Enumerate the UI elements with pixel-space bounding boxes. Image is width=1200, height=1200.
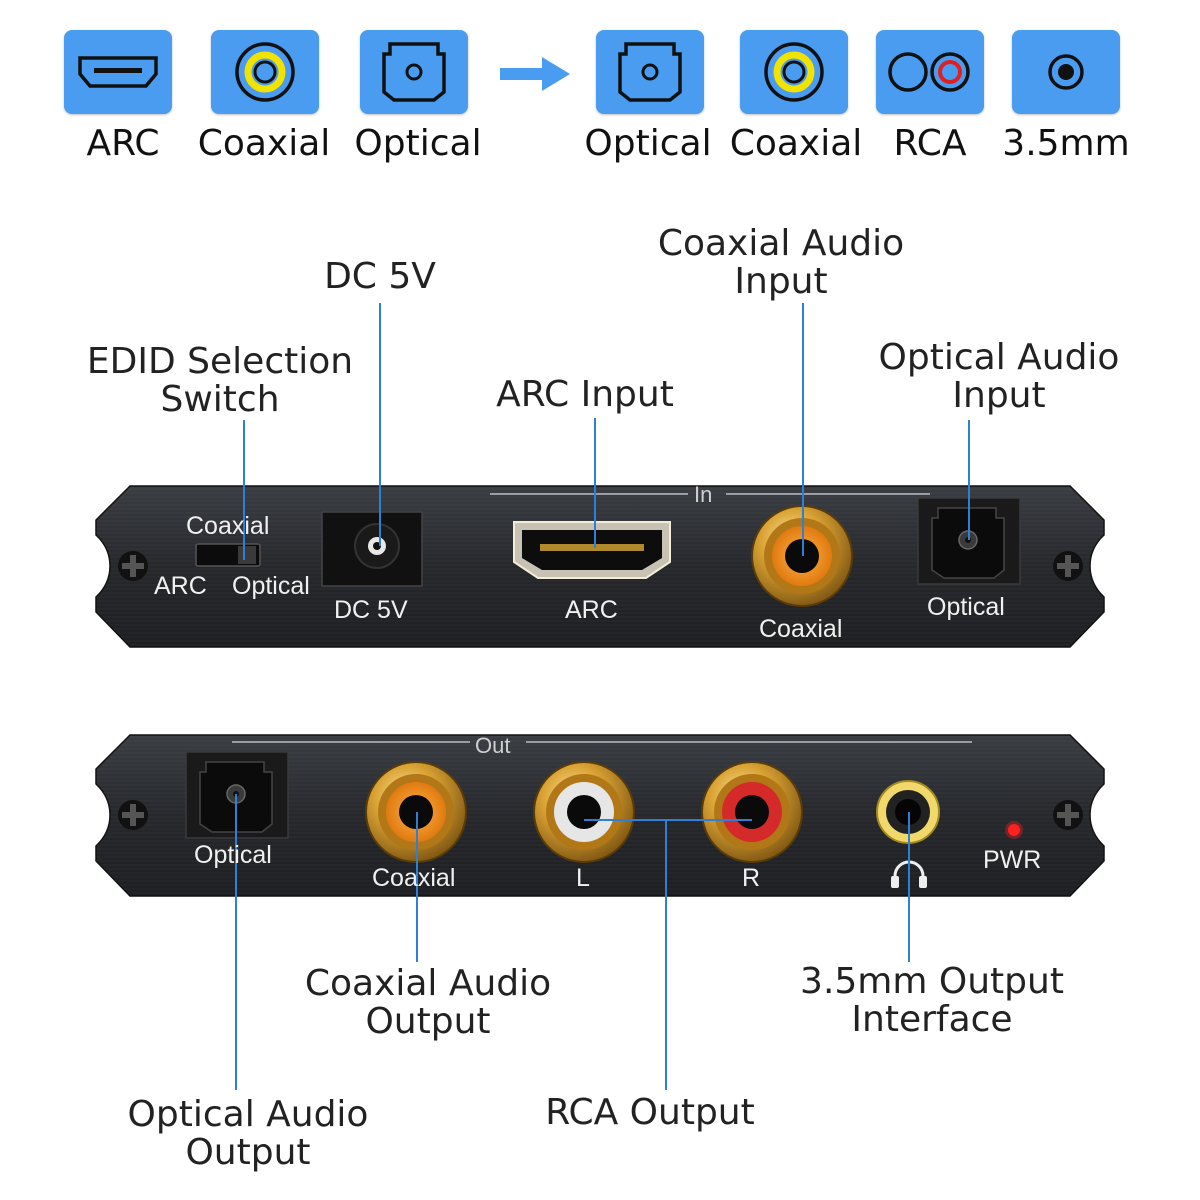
dc-panel-label: DC 5V: [334, 596, 408, 624]
optical-output-label: Optical: [584, 123, 712, 164]
arc-input-callout: ARC Input: [496, 374, 674, 415]
coaxial-output-label: Coaxial: [729, 123, 863, 164]
coaxial-icon: [764, 42, 824, 102]
rca-bridge-line: [584, 819, 752, 821]
optical-icon: [382, 42, 446, 102]
arc-panel-label: ARC: [565, 596, 618, 624]
coaxial-out-lead-line: [416, 812, 418, 962]
rca-left-jack: [533, 761, 635, 863]
switch-arc-label: ARC: [154, 572, 207, 600]
rca-label: RCA: [893, 123, 967, 164]
jack-icon-tile: [1012, 30, 1120, 114]
edid-lead-line: [243, 420, 245, 560]
screw-icon: [1053, 800, 1083, 830]
rca-right-jack: [701, 761, 803, 863]
coaxial-in-panel-label: Coaxial: [759, 615, 843, 643]
coaxial-out-panel-label: Coaxial: [372, 864, 456, 892]
rca-lead-line: [665, 819, 667, 1090]
coaxial-in-callout: Coaxial Audio Input: [657, 223, 905, 302]
optical-input-label: Optical: [354, 123, 482, 164]
jack-lead-line: [908, 812, 910, 962]
switch-optical-label: Optical: [232, 572, 310, 600]
screw-icon: [1053, 551, 1083, 581]
rca-icon-tile: [876, 30, 984, 114]
power-led: [1005, 821, 1023, 839]
input-panel: [95, 485, 1105, 648]
rca-l-label: L: [576, 864, 590, 892]
arc-lead-line: [594, 418, 596, 548]
edid-callout: EDID Selection Switch: [86, 341, 354, 420]
jack-out-callout: 3.5mm Output Interface: [800, 961, 1064, 1040]
optical-in-callout: Optical Audio Input: [878, 337, 1120, 416]
arrow-right-icon: [500, 57, 570, 91]
out-section-label: Out: [475, 733, 511, 758]
coaxial-input-label: Coaxial: [197, 123, 331, 164]
hdmi-icon: [78, 56, 158, 88]
dc-lead-line: [379, 303, 381, 546]
coaxial-in-lead-line: [802, 303, 804, 556]
optical-output-icon-tile: [596, 30, 704, 114]
optical-out-callout: Optical Audio Output: [127, 1094, 369, 1173]
arc-icon-tile: [64, 30, 172, 114]
coaxial-icon-tile: [211, 30, 319, 114]
in-section-label: In: [694, 482, 713, 507]
dc-callout: DC 5V: [324, 256, 436, 297]
optical-in-lead-line: [968, 420, 970, 540]
rca-icon: [888, 52, 970, 92]
output-panel: [95, 734, 1105, 897]
screw-icon: [118, 800, 148, 830]
jack-label: 3.5mm: [1002, 123, 1130, 164]
dc-jack: [321, 511, 423, 587]
optical-icon-tile: [360, 30, 468, 114]
edid-switch[interactable]: [195, 543, 261, 567]
rca-r-label: R: [742, 864, 761, 892]
optical-out-lead-line: [235, 794, 237, 1090]
pwr-label: PWR: [983, 846, 1042, 874]
optical-icon: [618, 42, 682, 102]
optical-output-port: [185, 751, 289, 839]
hdmi-arc-port: [513, 521, 671, 579]
optical-out-panel-label: Optical: [194, 841, 272, 869]
coaxial-input-jack: [751, 505, 853, 607]
coaxial-output-icon-tile: [740, 30, 848, 114]
arc-label: ARC: [86, 123, 160, 164]
coaxial-icon: [235, 42, 295, 102]
optical-in-panel-label: Optical: [927, 593, 1005, 621]
screw-icon: [118, 551, 148, 581]
coaxial-out-callout: Coaxial Audio Output: [304, 963, 552, 1042]
jack-35mm-icon: [1048, 54, 1084, 90]
rca-out-callout: RCA Output: [545, 1092, 755, 1133]
switch-coaxial-label: Coaxial: [186, 512, 270, 540]
